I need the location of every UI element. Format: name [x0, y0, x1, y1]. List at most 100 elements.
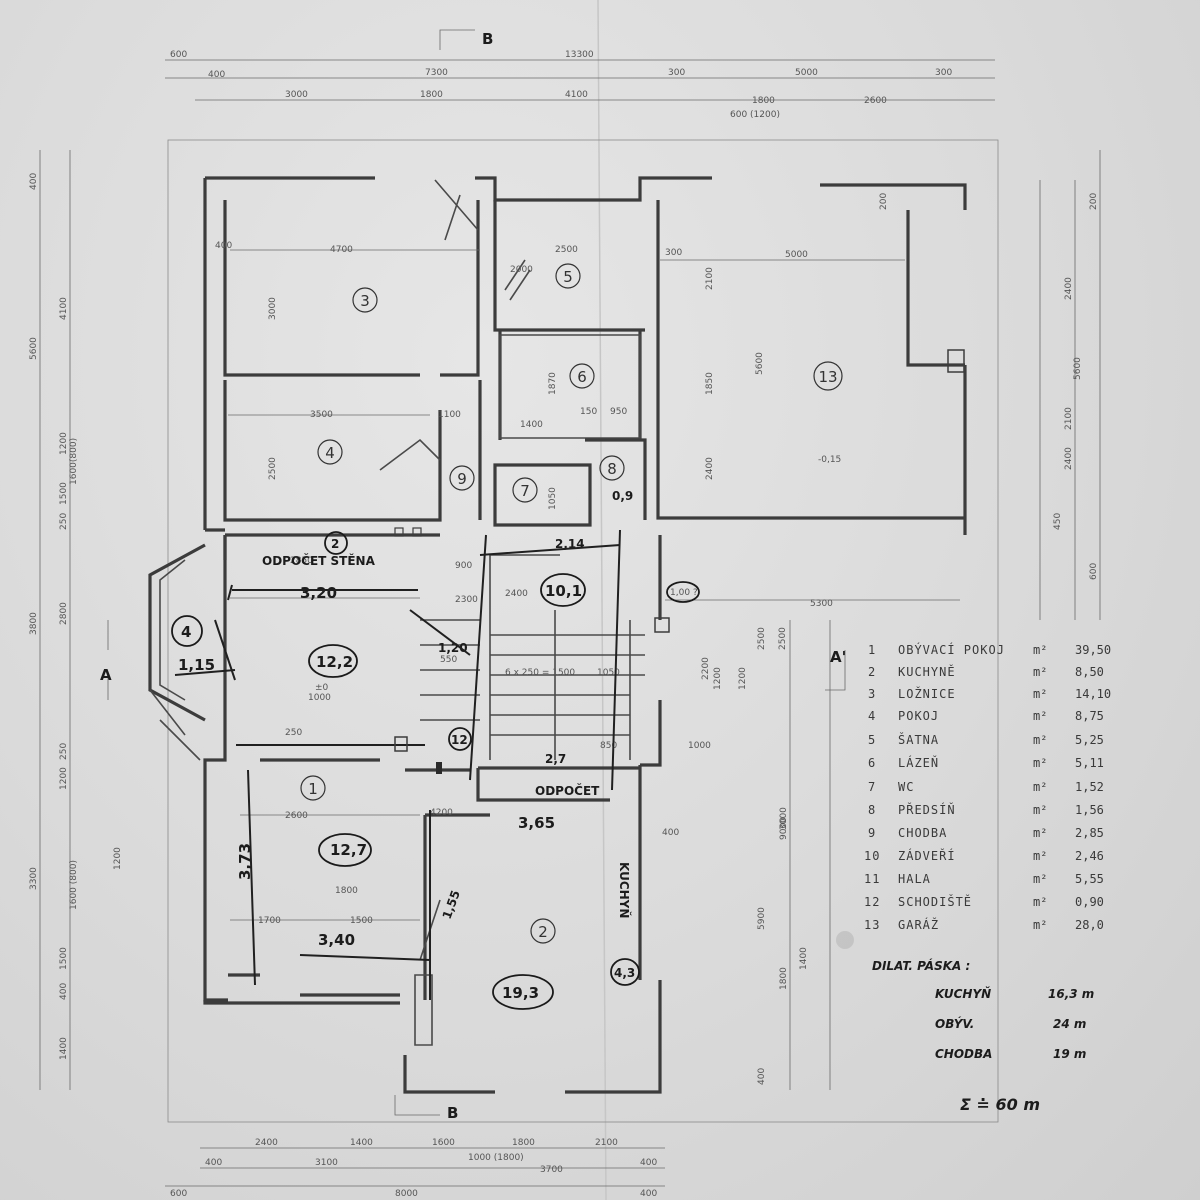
dim-int-44: 400 [215, 241, 232, 251]
dim-int-47: 3,65 [518, 814, 555, 832]
dim-int-28: 2500 [778, 627, 788, 650]
dim-left-5: 1500 [59, 482, 69, 505]
dim-top-r2-5: 1800 [752, 96, 775, 106]
legend-num-5: 5 [868, 733, 876, 747]
dim-bottom-r2-5: 400 [640, 1158, 657, 1168]
room-number-1: 1 [308, 780, 318, 798]
legend-row: 4 POKOJ m² 8,75 [868, 709, 1104, 723]
dim-int-12: 1870 [548, 372, 558, 395]
legend-unit-8: m² [1033, 803, 1047, 817]
dim-int-8: 300 [665, 248, 682, 258]
dim-int-19: 3,20 [300, 584, 337, 602]
room-marker-9: 9 [449, 465, 475, 491]
legend-name-2: KUCHYNĚ [898, 664, 956, 679]
legend-area-6: 5,11 [1075, 756, 1104, 770]
legend-area-5: 5,25 [1075, 733, 1104, 747]
dim-bottom-r2-2: 3100 [315, 1158, 338, 1168]
dim-right-10: 400 [757, 1068, 767, 1085]
dim-left-4: 1200 [59, 432, 69, 455]
dim-top-3: 300 [668, 68, 685, 78]
room-legend: 1 OBÝVACÍ POKOJ m² 39,50 2 KUCHYNĚ m² 8,… [864, 642, 1111, 932]
dim-bottom-1: 2400 [255, 1138, 278, 1148]
dim-bottom-r2-1: 400 [205, 1158, 222, 1168]
dim-int-54: -0,15 [818, 455, 841, 465]
dim-int-37: 2100 [1064, 407, 1074, 430]
dim-left-11: 3300 [29, 867, 39, 890]
legend-row: 8 PŘEDSÍŇ m² 1,56 [868, 802, 1104, 817]
legend-row: 11 HALA m² 5,55 [864, 872, 1104, 886]
legend-area-12: 0,90 [1075, 895, 1104, 909]
dim-bottom-r2-4: 3700 [540, 1165, 563, 1175]
dim-top-r2-3: 1800 [420, 90, 443, 100]
dim-left-12: 1500 [59, 947, 69, 970]
room-marker-8: 8 [599, 455, 625, 481]
legend-num-10: 10 [864, 849, 880, 863]
hand-label-odpocet-stena: ODPOČET STĚNA [262, 553, 376, 568]
hand-area-10: 10,1 [545, 582, 582, 600]
dim-left-10: 1200 [59, 767, 69, 790]
dim-bottom-4: 1800 [512, 1138, 535, 1148]
dim-int-21: 2400 [505, 589, 528, 599]
dim-int-15: 1400 [520, 420, 543, 430]
legend-row: 10 ZÁDVEŘÍ m² 2,46 [864, 848, 1104, 863]
dim-int-5: 1100 [438, 410, 461, 420]
dimension-texts-interior: 4700 3000 3500 2500 1100 2500 2000 300 5… [178, 241, 1074, 990]
dimension-texts-left: 400 4100 5600 1200 1500 250 2800 3800 25… [29, 173, 123, 1060]
dim-int-25: 1500 [350, 916, 373, 926]
dim-left-14: 1400 [59, 1037, 69, 1060]
dim-top-2: 7300 [425, 68, 448, 78]
dim-int-11: 5600 [755, 352, 765, 375]
dim-left-3: 5600 [29, 337, 39, 360]
legend-name-13: GARÁŽ [898, 917, 939, 932]
dim-int-4: 2500 [268, 457, 278, 480]
handwritten-annotations: 12,7 19,3 4 10,1 12,2 2 12 4,3 1,00 ? OD… [171, 529, 700, 1010]
dim-int-38: 2400 [705, 457, 715, 480]
section-marker-b-bottom: B [394, 1095, 458, 1122]
room-number-5: 5 [563, 268, 573, 286]
dim-int-23: 1800 [335, 886, 358, 896]
dim-bottom-o-1: 600 [170, 1189, 187, 1199]
dim-bottom-o-3: 400 [640, 1189, 657, 1199]
room-number-2: 2 [538, 923, 548, 941]
hand-area-1: 12,7 [330, 841, 367, 859]
dim-int-27: 5300 [810, 599, 833, 609]
dim-right-3: 5600 [1073, 357, 1083, 380]
legend-name-1: OBÝVACÍ POKOJ [898, 642, 1005, 657]
legend-area-4: 8,75 [1075, 709, 1104, 723]
dim-int-6: 2500 [555, 245, 578, 255]
section-marker-a-left: A [100, 620, 112, 700]
hand-area-12: 12,2 [316, 653, 353, 671]
dim-left-x3: 1200 [113, 847, 123, 870]
dim-int-30: 2200 [701, 657, 711, 680]
legend-row: 9 CHODBA m² 2,85 [868, 826, 1104, 840]
staircase [420, 610, 645, 760]
dim-int-1: 4700 [330, 245, 353, 255]
section-label-b-bottom: B [447, 1104, 458, 1122]
legend-unit-6: m² [1033, 756, 1047, 770]
dim-int-20: 2300 [455, 595, 478, 605]
dim-top-r2-4: 4100 [565, 90, 588, 100]
dim-int-13: 1850 [705, 372, 715, 395]
dim-right-6: 600 [1089, 563, 1099, 580]
dim-int-14: 950 [610, 407, 627, 417]
dim-int-22: 2600 [285, 811, 308, 821]
dim-int-46: 3,40 [318, 931, 355, 949]
dim-int-3: 3500 [310, 410, 333, 420]
legend-unit-12: m² [1033, 895, 1047, 909]
legend-num-6: 6 [868, 756, 876, 770]
legend-name-8: PŘEDSÍŇ [898, 802, 956, 817]
dim-int-17: 1050 [548, 487, 558, 510]
legend-row: 2 KUCHYNĚ m² 8,50 [868, 664, 1104, 679]
legend-name-6: LÁZEŇ [898, 755, 939, 770]
paper-fold-line [597, 0, 607, 1200]
dim-int-48: 2,7 [545, 752, 566, 766]
dim-int-7: 2000 [510, 265, 533, 275]
dim-int-45: 3,73 [236, 843, 254, 880]
dim-left-x2: 1600 (800) [69, 860, 79, 910]
dim-int-49: 1,20 [438, 641, 468, 655]
notes-label-3: CHODBA [935, 1047, 992, 1061]
legend-unit-10: m² [1033, 849, 1047, 863]
legend-unit-11: m² [1033, 872, 1047, 886]
dim-top-4: 5000 [795, 68, 818, 78]
room-marker-2: 2 [530, 918, 556, 944]
